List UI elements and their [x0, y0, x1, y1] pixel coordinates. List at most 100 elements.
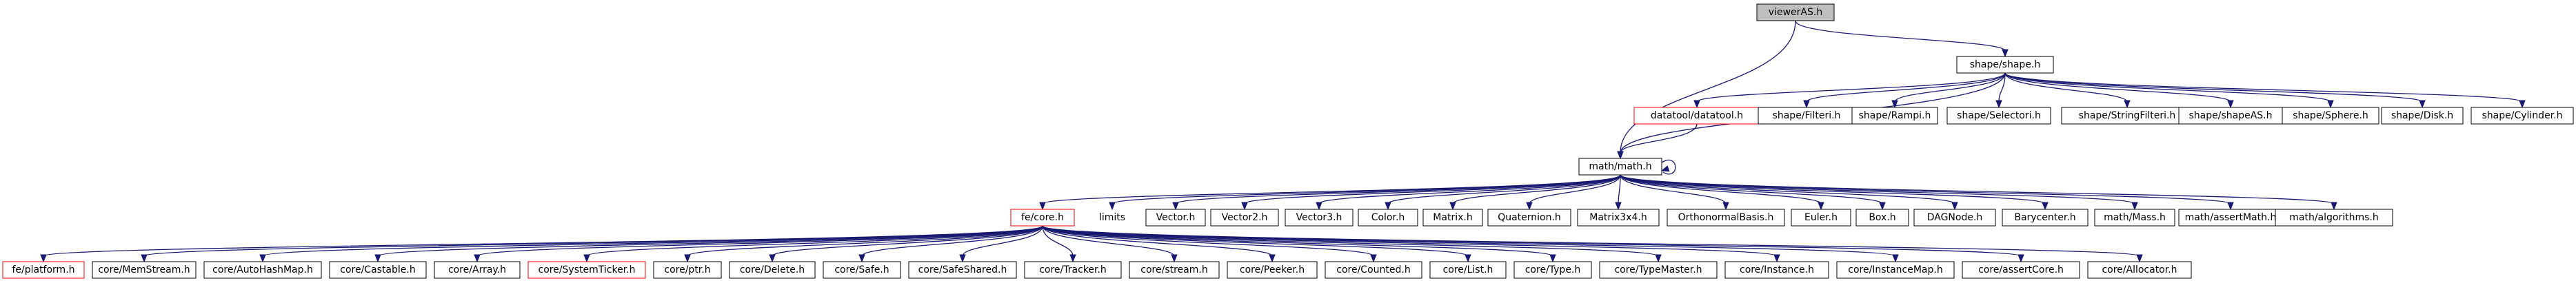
node-assertcore[interactable]: core/assertCore.h: [1962, 261, 2080, 279]
edge-line: [1620, 174, 1822, 205]
node-cylinder[interactable]: shape/Cylinder.h: [2471, 107, 2574, 125]
node-shapeAS[interactable]: shape/shapeAS.h: [2178, 107, 2283, 125]
edge-line: [1042, 225, 2022, 257]
node-mass[interactable]: math/Mass.h: [2094, 209, 2175, 227]
node-label: core/assertCore.h: [1978, 264, 2064, 275]
node-label: shape/Disk.h: [2391, 110, 2453, 121]
node-label: core/SafeShared.h: [918, 264, 1007, 275]
edge-line: [1042, 225, 1374, 257]
node-label: shape/shapeAS.h: [2189, 110, 2273, 121]
edge-line: [143, 225, 1043, 257]
node-math[interactable]: math/math.h: [1578, 158, 1662, 176]
node-box: [1285, 209, 1354, 227]
node-datatool[interactable]: datatool/datatool.h: [1633, 107, 1760, 125]
node-rampi[interactable]: shape/Rampi.h: [1851, 107, 1938, 125]
node-box: [92, 261, 197, 279]
node-tracker[interactable]: core/Tracker.h: [1024, 261, 1122, 279]
node-ptr[interactable]: core/ptr.h: [653, 261, 722, 279]
edge-line: [1452, 174, 1621, 205]
node-box: [1145, 209, 1206, 227]
node-box: [1024, 261, 1122, 279]
node-stream[interactable]: core/stream.h: [1129, 261, 1220, 279]
node-autohashmap[interactable]: core/AutoHashMap.h: [203, 261, 322, 279]
node-shape[interactable]: shape/shape.h: [1956, 56, 2054, 74]
node-typemaster[interactable]: core/TypeMaster.h: [1599, 261, 1718, 279]
node-box: [1633, 107, 1760, 125]
node-delete[interactable]: core/Delete.h: [729, 261, 816, 279]
node-vector[interactable]: Vector.h: [1145, 209, 1206, 227]
node-type[interactable]: core/Type.h: [1513, 261, 1592, 279]
node-box: [2471, 107, 2574, 125]
node-euler[interactable]: Euler.h: [1791, 209, 1851, 227]
node-fecore[interactable]: fe/core.h: [1010, 209, 1075, 227]
edge-arrowhead: [1465, 254, 1471, 263]
node-instancemap[interactable]: core/InstanceMap.h: [1836, 261, 1955, 279]
node-label: limits: [1099, 212, 1125, 223]
node-label: core/Type.h: [1525, 264, 1581, 275]
node-matrix3x4[interactable]: Matrix3x4.h: [1577, 209, 1660, 227]
edge-arrowhead: [1241, 202, 1248, 211]
node-box: [527, 261, 646, 279]
node-barycenter[interactable]: Barycenter.h: [2002, 209, 2089, 227]
edge-arrowhead: [1951, 202, 1958, 211]
node-disk[interactable]: shape/Disk.h: [2381, 107, 2464, 125]
node-orthonormal[interactable]: OrthonormalBasis.h: [1667, 209, 1785, 227]
node-label: shape/Rampi.h: [1859, 110, 1931, 121]
edge-math-to-math: [1660, 159, 1676, 175]
edge-line: [1042, 225, 1553, 257]
node-safe[interactable]: core/Safe.h: [823, 261, 901, 279]
node-platform[interactable]: fe/platform.h: [2, 261, 85, 279]
node-algorithms[interactable]: math/algorithms.h: [2275, 209, 2393, 227]
edge-arrowhead: [1171, 254, 1178, 263]
node-peeker[interactable]: core/Peeker.h: [1227, 261, 1318, 279]
edge-arrowhead: [1773, 254, 1780, 263]
node-allocator[interactable]: core/Allocator.h: [2087, 261, 2192, 279]
node-box: [2282, 107, 2379, 125]
node-quaternion[interactable]: Quaternion.h: [1487, 209, 1571, 227]
node-label: shape/shape.h: [1970, 59, 2041, 70]
edge-fecore-to-tracker: [1042, 225, 1076, 263]
node-systemticker[interactable]: core/SystemTicker.h: [527, 261, 646, 279]
node-list[interactable]: core/List.h: [1429, 261, 1507, 279]
node-dagnode[interactable]: DAGNode.h: [1913, 209, 1996, 227]
edge-arrowhead: [2131, 202, 2138, 211]
node-safeshared[interactable]: core/SafeShared.h: [908, 261, 1017, 279]
node-matrix[interactable]: Matrix.h: [1422, 209, 1483, 227]
node-color[interactable]: Color.h: [1358, 209, 1418, 227]
node-box[interactable]: Box.h: [1855, 209, 1909, 227]
node-filteri[interactable]: shape/Filteri.h: [1758, 107, 1855, 125]
edge-arrowhead: [769, 254, 776, 263]
edge-arrowhead: [374, 254, 381, 263]
node-vector2[interactable]: Vector2.h: [1210, 209, 1279, 227]
node-label: math/Mass.h: [2104, 212, 2166, 223]
node-box: [2178, 209, 2283, 227]
node-box: [1429, 261, 1507, 279]
node-label: core/InstanceMap.h: [1848, 264, 1942, 275]
node-selectori[interactable]: shape/Selectori.h: [1946, 107, 2051, 125]
node-array[interactable]: core/Array.h: [434, 261, 521, 279]
node-viewerAS[interactable]: viewerAS.h: [1756, 3, 1835, 21]
node-sphere[interactable]: shape/Sphere.h: [2282, 107, 2379, 125]
edge-arrowhead: [1449, 202, 1456, 211]
node-label: Quaternion.h: [1498, 212, 1561, 223]
node-limits[interactable]: limits: [1099, 212, 1125, 223]
edge-arrowhead: [1818, 202, 1824, 211]
node-label: Color.h: [1371, 212, 1405, 223]
edge-math-to-matrix3x4: [1615, 174, 1622, 211]
edge-arrowhead: [1891, 100, 1898, 109]
edge-line: [1620, 123, 1698, 154]
node-stringfilteri[interactable]: shape/StringFilteri.h: [2061, 107, 2193, 125]
edge-fecore-to-ptr: [684, 225, 1043, 263]
node-counted[interactable]: core/Counted.h: [1325, 261, 1422, 279]
node-memstream[interactable]: core/MemStream.h: [92, 261, 197, 279]
node-castable[interactable]: core/Castable.h: [329, 261, 427, 279]
node-instance[interactable]: core/Instance.h: [1724, 261, 1829, 279]
node-assertmath[interactable]: math/assertMath.h: [2178, 209, 2283, 227]
edge-arrowhead: [1995, 100, 2002, 109]
node-label: core/Tracker.h: [1039, 264, 1107, 275]
edge-line: [687, 225, 1043, 257]
node-box: [434, 261, 521, 279]
edge-fecore-to-instancemap: [1042, 225, 1899, 263]
node-vector3[interactable]: Vector3.h: [1285, 209, 1354, 227]
edge-line: [586, 225, 1043, 257]
